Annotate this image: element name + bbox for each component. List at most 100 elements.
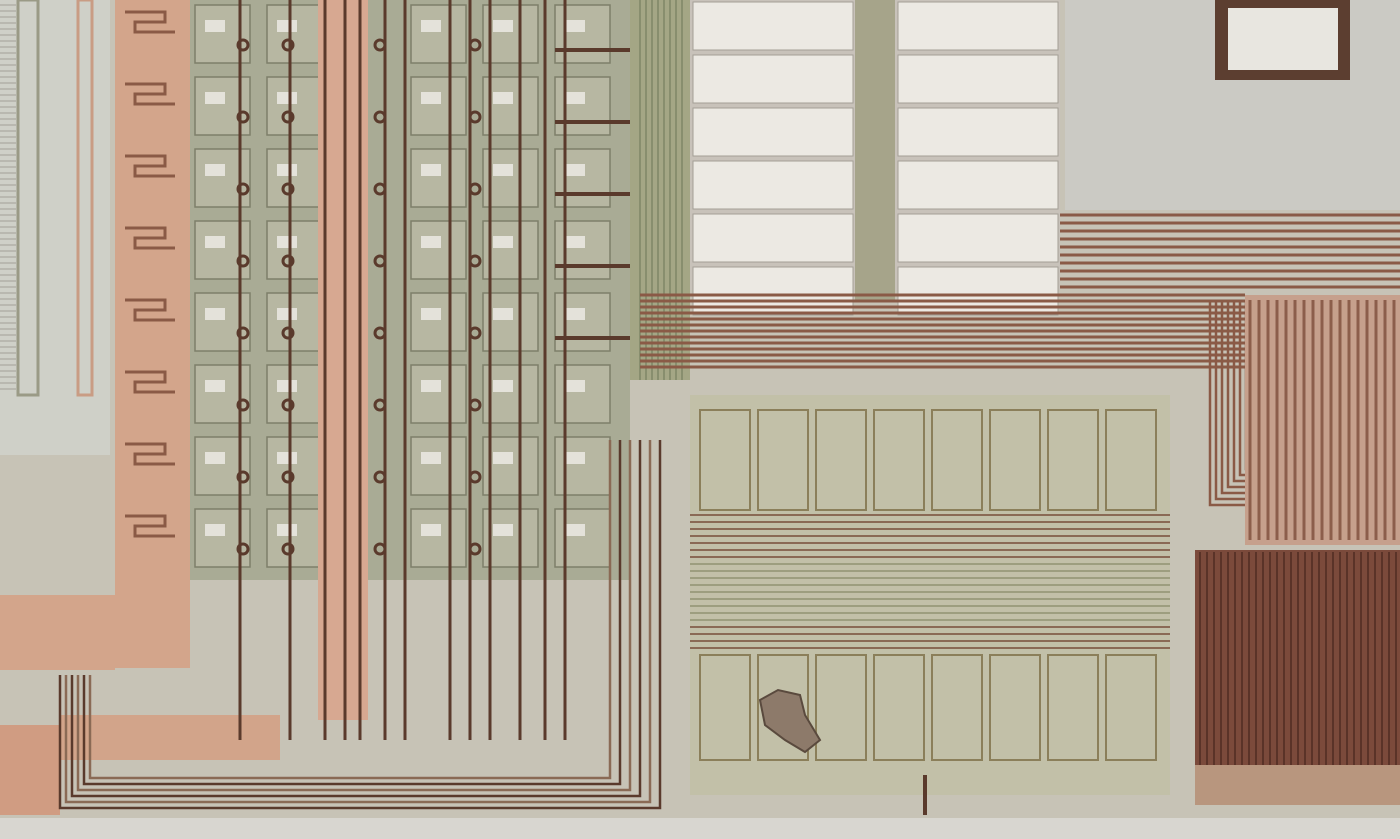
bottom-routing [58,440,927,815]
via [236,110,250,124]
logic-cell [410,292,467,352]
copper-finger [125,442,175,466]
logic-cell-contact [205,164,225,176]
logic-cell [410,4,467,64]
logic-cell-contact [421,308,441,320]
logic-cell [410,436,467,496]
logic-cell [554,220,611,280]
bottom-edge [0,818,1400,839]
analog-cell [757,654,809,761]
logic-cell [410,148,467,208]
via [373,326,387,340]
logic-cell-contact [493,92,513,104]
via [281,254,295,268]
bottom-left-dotted-pad [0,725,60,815]
memory-spine [855,0,895,300]
bottom-right-stripes [1195,765,1400,805]
logic-cell-contact [493,20,513,32]
logic-cell-contact [205,308,225,320]
analog-cell [1105,409,1157,511]
logic-cell [554,364,611,424]
memory-cell [897,1,1059,51]
logic-cell [266,436,323,496]
via [236,38,250,52]
logic-cell-contact [277,524,297,536]
analog-cell [699,409,751,511]
top-right-block-inner [1228,8,1338,70]
logic-cell-contact [565,452,585,464]
logic-cell-contact [565,20,585,32]
via [373,254,387,268]
logic-cell [194,292,251,352]
logic-cell [482,364,539,424]
logic-cell [194,4,251,64]
via [281,182,295,196]
via [468,254,482,268]
via [281,542,295,556]
memory-cell [692,107,854,157]
logic-cell [554,436,611,496]
analog-cell [873,409,925,511]
via [373,542,387,556]
logic-cell [266,76,323,136]
logic-cell [266,508,323,568]
logic-cell-contact [205,20,225,32]
copper-finger [125,298,175,322]
logic-cell-contact [493,236,513,248]
logic-cell-contact [205,380,225,392]
logic-cell [194,436,251,496]
memory-cell [692,213,854,263]
via [468,182,482,196]
logic-cell [482,220,539,280]
via [236,542,250,556]
logic-cell [554,76,611,136]
via [373,398,387,412]
logic-cell-contact [277,236,297,248]
via [468,470,482,484]
debris-particle [758,688,822,754]
bottom-copper-strip [60,715,280,760]
via [236,326,250,340]
logic-cell [482,4,539,64]
via [281,38,295,52]
route-trace [76,440,632,792]
logic-cell [266,148,323,208]
analog-cell [815,654,867,761]
analog-cell [931,409,983,511]
right-stripes [1248,300,1396,540]
vertical-bus-lines [236,0,635,740]
green-vertical-traces [639,0,683,380]
comb-frame [76,0,94,397]
route-trace [58,440,662,810]
logic-cell [554,4,611,64]
memory-cell [692,1,854,51]
analog-cell [699,654,751,761]
route-trace [64,440,652,804]
logic-cell [554,148,611,208]
logic-cell-contact [205,524,225,536]
logic-cell [410,364,467,424]
analog-cell [873,654,925,761]
route-trace [82,440,622,786]
logic-cell [482,508,539,568]
logic-cell [410,508,467,568]
via [468,38,482,52]
via [281,398,295,412]
logic-cell [266,4,323,64]
via [468,542,482,556]
copper-finger [125,226,175,250]
logic-cell [554,292,611,352]
route-trace [70,440,642,798]
via [236,398,250,412]
logic-cell-contact [493,524,513,536]
analog-cell [989,409,1041,511]
copper-finger [125,10,175,34]
logic-cell-contact [277,452,297,464]
logic-cell-contact [565,308,585,320]
logic-cell [482,148,539,208]
via [468,326,482,340]
left-comb-lines [0,0,94,397]
via [236,470,250,484]
logic-cell-contact [277,20,297,32]
